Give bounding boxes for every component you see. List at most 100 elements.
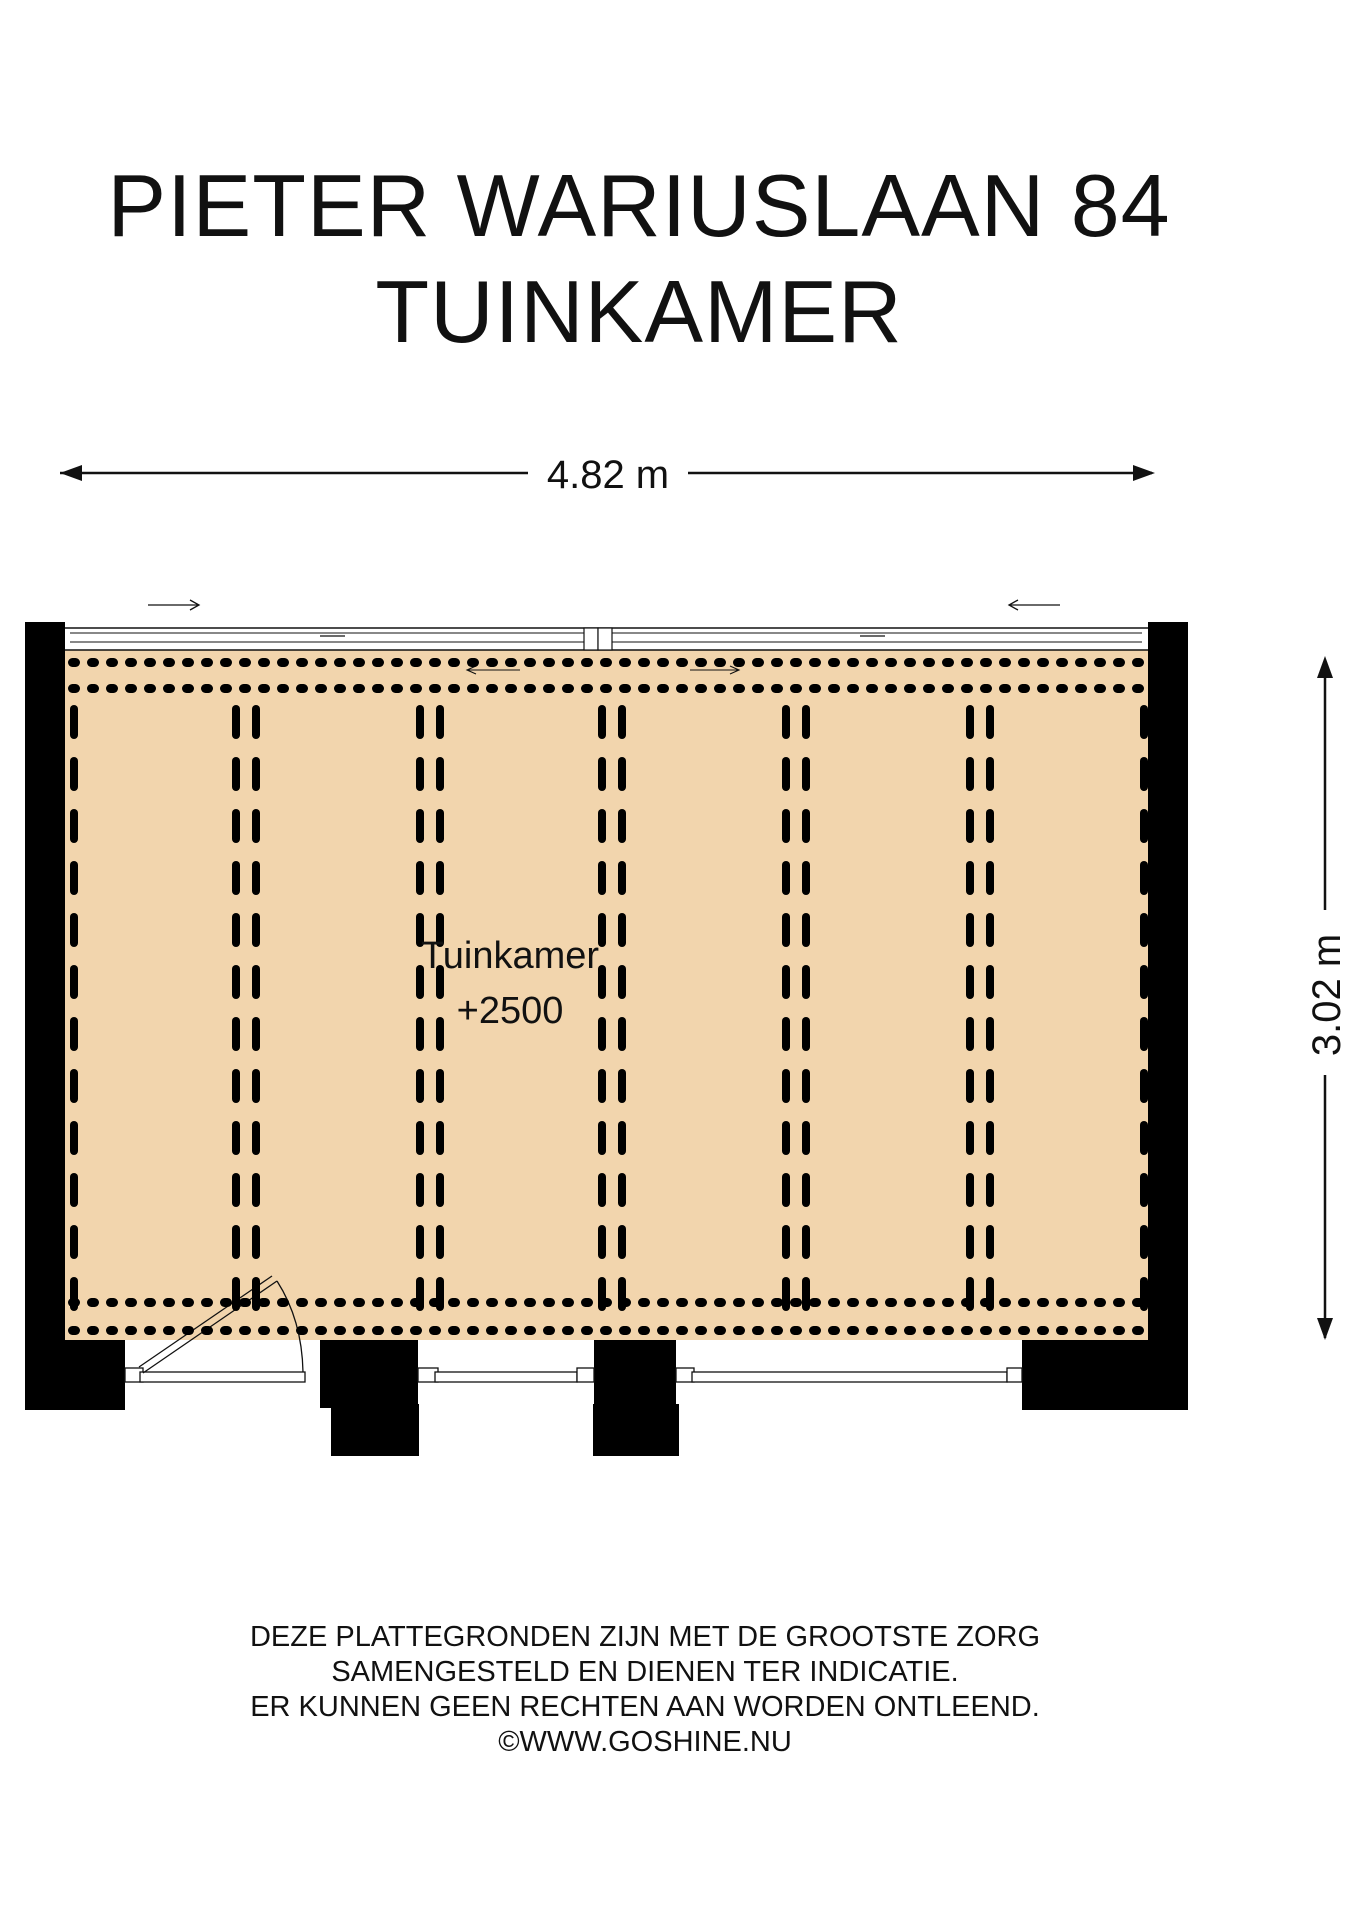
- pattern-dash: [315, 1298, 327, 1307]
- pattern-dash: [1094, 658, 1106, 667]
- pattern-dash: [296, 658, 308, 667]
- pattern-dash: [866, 1298, 878, 1307]
- pattern-dash: [562, 1326, 574, 1335]
- pattern-dash: [961, 684, 973, 693]
- pattern-dash: [600, 1326, 612, 1335]
- pattern-dash: [828, 1326, 840, 1335]
- pattern-dash: [252, 757, 260, 791]
- pattern-dash: [1037, 658, 1049, 667]
- pattern-dash: [986, 705, 994, 739]
- pattern-dash: [714, 1326, 726, 1335]
- pattern-dash: [782, 1121, 790, 1155]
- floor-pattern: [68, 658, 1148, 1335]
- pattern-dash: [258, 1326, 270, 1335]
- pattern-dash: [598, 1225, 606, 1259]
- pattern-dash: [70, 1277, 78, 1311]
- pattern-dash: [966, 965, 974, 999]
- pattern-dash: [562, 1298, 574, 1307]
- pattern-dash: [966, 1017, 974, 1051]
- pattern-dash: [942, 1298, 954, 1307]
- pattern-dash: [966, 1225, 974, 1259]
- pattern-dash: [942, 658, 954, 667]
- pattern-dash: [1018, 658, 1030, 667]
- pattern-dash: [429, 684, 441, 693]
- pattern-dash: [416, 861, 424, 895]
- pattern-dash: [182, 658, 194, 667]
- pattern-dash: [372, 1298, 384, 1307]
- pattern-dash: [619, 658, 631, 667]
- arrow-left-icon: [60, 465, 82, 481]
- pattern-dash: [486, 684, 498, 693]
- pattern-dash: [600, 658, 612, 667]
- pattern-dash: [1140, 1069, 1148, 1103]
- pattern-dash: [695, 1326, 707, 1335]
- pattern-dash: [1094, 1326, 1106, 1335]
- pattern-dash: [1056, 1326, 1068, 1335]
- pattern-dash: [1140, 1173, 1148, 1207]
- pattern-dash: [1140, 965, 1148, 999]
- pattern-dash: [239, 684, 251, 693]
- pattern-dash: [277, 1326, 289, 1335]
- pattern-dash: [436, 809, 444, 843]
- pattern-dash: [782, 1173, 790, 1207]
- arrow-right-icon: [1133, 465, 1155, 481]
- pattern-dash: [524, 1298, 536, 1307]
- pattern-dash: [598, 1121, 606, 1155]
- pattern-dash: [68, 684, 80, 693]
- pattern-dash: [866, 658, 878, 667]
- pattern-dash: [1140, 1121, 1148, 1155]
- pattern-dash: [182, 684, 194, 693]
- pattern-dash: [125, 658, 137, 667]
- pillar-left-base: [331, 1404, 419, 1456]
- pattern-dash: [201, 684, 213, 693]
- pattern-dash: [524, 684, 536, 693]
- pattern-dash: [676, 1326, 688, 1335]
- pattern-dash: [163, 684, 175, 693]
- pattern-dash: [232, 809, 240, 843]
- pattern-dash: [676, 684, 688, 693]
- pattern-dash: [144, 658, 156, 667]
- pattern-dash: [986, 1121, 994, 1155]
- pattern-dash: [809, 1298, 821, 1307]
- pattern-dash: [372, 1326, 384, 1335]
- pattern-dash: [618, 861, 626, 895]
- pattern-dash: [986, 1069, 994, 1103]
- pattern-dash: [252, 965, 260, 999]
- pattern-dash: [966, 809, 974, 843]
- pattern-dash: [809, 658, 821, 667]
- pattern-dash: [802, 809, 810, 843]
- pattern-dash: [581, 684, 593, 693]
- pattern-dash: [467, 684, 479, 693]
- pattern-dash: [1037, 1326, 1049, 1335]
- pattern-dash: [543, 1326, 555, 1335]
- pattern-dash: [232, 861, 240, 895]
- pattern-dash: [802, 1121, 810, 1155]
- pattern-dash: [619, 1326, 631, 1335]
- pattern-dash: [220, 684, 232, 693]
- pattern-dash: [353, 658, 365, 667]
- pattern-dash: [353, 684, 365, 693]
- pattern-dash: [436, 1017, 444, 1051]
- bottom-windows: [124, 1367, 1023, 1383]
- pattern-dash: [106, 1326, 118, 1335]
- pattern-dash: [809, 1326, 821, 1335]
- pattern-dash: [904, 1298, 916, 1307]
- pattern-dash: [334, 1326, 346, 1335]
- pattern-dash: [618, 1173, 626, 1207]
- pattern-dash: [999, 658, 1011, 667]
- pattern-dash: [885, 1326, 897, 1335]
- pattern-dash: [733, 1298, 745, 1307]
- pattern-dash: [416, 965, 424, 999]
- pattern-dash: [436, 913, 444, 947]
- pattern-dash: [695, 684, 707, 693]
- pattern-dash: [391, 1326, 403, 1335]
- pattern-dash: [752, 1298, 764, 1307]
- pattern-dash: [999, 684, 1011, 693]
- bottom-left-wall: [25, 1340, 125, 1410]
- pattern-dash: [986, 1173, 994, 1207]
- pattern-dash: [847, 1326, 859, 1335]
- pattern-dash: [239, 658, 251, 667]
- pattern-dash: [486, 1298, 498, 1307]
- pattern-dash: [201, 1326, 213, 1335]
- plan-title: PIETER WARIUSLAAN 84: [107, 156, 1171, 255]
